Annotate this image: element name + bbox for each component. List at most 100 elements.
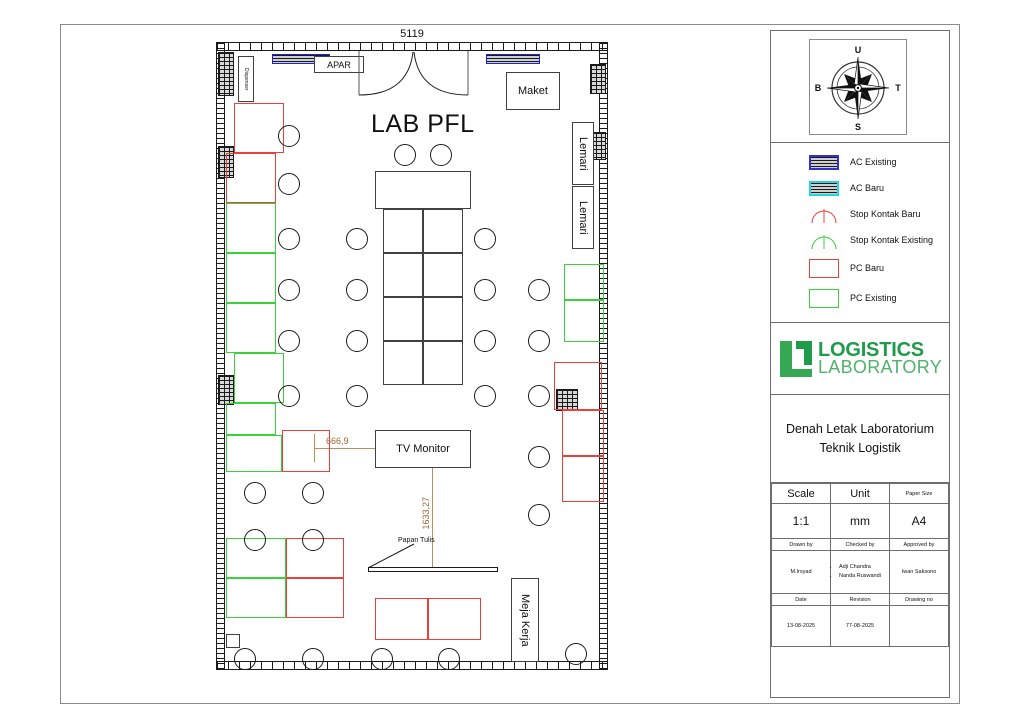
stop-kontak-existing-icon: [809, 233, 839, 250]
stool: [438, 648, 460, 670]
pc-existing-left-3: [226, 303, 276, 353]
wall-block-left-3: [218, 375, 234, 405]
logo-mark-icon: [779, 340, 812, 377]
table-row-headers-1: Scale Unit Paper Size: [771, 483, 949, 504]
value-revision: 77-08-2025: [830, 605, 890, 647]
stool: [474, 228, 496, 250]
stool: [565, 643, 587, 665]
table-cell-r2c1: [383, 253, 423, 297]
legend-item-pc-existing: PC Existing: [771, 289, 949, 308]
dim-extension-left: [314, 434, 315, 462]
legend-label-stop-kontak-existing: Stop Kontak Existing: [850, 234, 934, 245]
stool: [474, 330, 496, 352]
tv-monitor-box: TV Monitor: [375, 430, 471, 468]
lemari-label-1: Lemari: [577, 136, 589, 171]
header-drawing-no: Drawing no: [889, 593, 949, 606]
value-drawing-no: [889, 605, 949, 647]
title-panel: U S B T: [770, 30, 950, 698]
table-cell-r3c2: [423, 297, 463, 341]
meja-kerja-box: Meja Kerja: [511, 578, 539, 662]
wall-bottom: [216, 661, 608, 670]
stool: [474, 385, 496, 407]
double-door: [358, 51, 469, 96]
lemari-label-2: Lemari: [577, 200, 589, 235]
table-row-headers-2: Drawn by Checked by Approved by: [771, 538, 949, 551]
stool: [371, 648, 393, 670]
pc-existing-swatch-icon: [809, 289, 839, 308]
header-date: Date: [771, 593, 831, 606]
stool: [278, 125, 300, 147]
table-cell-r1c1: [383, 209, 423, 253]
stool: [244, 482, 266, 504]
wall-right: [599, 42, 608, 670]
maket-box: Maket: [506, 72, 560, 110]
sheet-border: [60, 24, 960, 704]
apar-label: APAR: [327, 59, 351, 70]
legend-item-ac-baru: AC Baru: [771, 181, 949, 196]
compass-section: U S B T: [771, 31, 949, 143]
table-cell-r4c2: [423, 341, 463, 385]
legend-item-stop-kontak-existing: Stop Kontak Existing: [771, 233, 949, 250]
wall-block-right-2: [590, 132, 606, 160]
stool: [346, 385, 368, 407]
checked-by-name-2: Nanda Ruswandi: [839, 572, 889, 580]
logo-line-laboratory: LABORATORY: [817, 357, 943, 378]
stool: [528, 446, 550, 468]
stool: [528, 279, 550, 301]
desk-bottom-left-cell: [375, 598, 428, 640]
pc-existing-left-8: [226, 435, 282, 472]
logo-section: LOGISTICS LABORATORY: [771, 323, 949, 395]
table-cell-r2c2: [423, 253, 463, 297]
logo-text: LOGISTICS LABORATORY: [817, 340, 943, 378]
floor-plan: Dispenser APAR Maket Lemari Lemari LAB P…: [216, 42, 608, 670]
whiteboard: [368, 567, 498, 572]
value-drawn-by: M.Irsyad: [771, 550, 831, 594]
stool: [430, 144, 452, 166]
legend-item-ac-existing: AC Existing: [771, 155, 949, 170]
legend-label-pc-existing: PC Existing: [850, 292, 897, 303]
stool: [278, 228, 300, 250]
table-cell-r4c1: [383, 341, 423, 385]
wall-top: [216, 42, 608, 51]
value-date: 13-08-2025: [771, 605, 831, 647]
stool: [474, 279, 496, 301]
stop-kontak-baru-icon: [809, 207, 839, 224]
wall-left: [216, 42, 225, 670]
legend-label-pc-baru: PC Baru: [850, 262, 885, 273]
legend-label-ac-baru: AC Baru: [850, 182, 885, 193]
stool: [346, 330, 368, 352]
pc-existing-right-1: [564, 264, 604, 300]
stool: [346, 228, 368, 250]
table-head: [375, 171, 471, 209]
header-checked-by: Checked by: [830, 538, 890, 551]
pc-baru-right-1: [554, 362, 602, 410]
dim-line-vertical: [432, 468, 433, 572]
compass-south-label: S: [855, 122, 861, 132]
value-approved-by: Iwan Saksono: [889, 550, 949, 594]
stool: [244, 529, 266, 551]
header-drawn-by: Drawn by: [771, 538, 831, 551]
ac-unit-existing-right: [486, 54, 540, 64]
pc-baru-left-2: [226, 153, 276, 203]
apar-box: APAR: [314, 56, 364, 73]
compass-east-label: T: [895, 83, 901, 93]
papan-tulis-label: Papan Tulis: [398, 537, 435, 544]
stool: [528, 385, 550, 407]
desk-bottom-right-cell: [428, 598, 481, 640]
legend-label-ac-existing: AC Existing: [850, 156, 897, 167]
table-cell-r3c1: [383, 297, 423, 341]
lemari-box-2: Lemari: [572, 186, 594, 249]
wall-block-right-1: [590, 64, 606, 94]
overall-width-dimension: 5119: [400, 28, 424, 40]
value-unit: mm: [830, 503, 890, 539]
stool: [278, 330, 300, 352]
stool: [302, 648, 324, 670]
header-approved-by: Approved by: [889, 538, 949, 551]
pc-baru-left-4: [286, 578, 344, 618]
table-row-values-1: 1:1 mm A4: [771, 503, 949, 539]
stool: [528, 330, 550, 352]
pc-existing-left-7: [226, 578, 286, 618]
header-unit: Unit: [830, 483, 890, 504]
title-block-table: Scale Unit Paper Size 1:1 mm A4 Drawn by…: [771, 483, 949, 647]
checked-by-name-1: Adji Chandra: [839, 563, 889, 571]
